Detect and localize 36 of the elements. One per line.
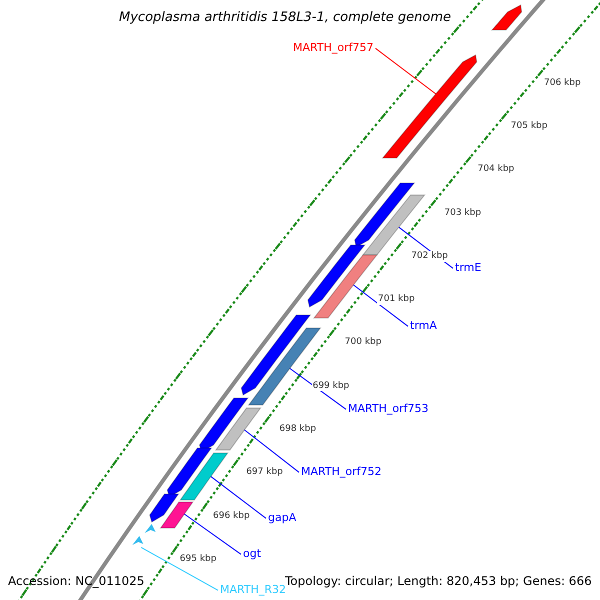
leader-line [140, 546, 218, 591]
trna-marker [132, 524, 156, 545]
tick-label: 700 kbp [344, 337, 382, 348]
tick-label: 705 kbp [510, 120, 548, 132]
gene-label: MARTH_orf757 [293, 41, 374, 54]
gene-label: gapA [268, 511, 296, 524]
gene-label: MARTH_R32 [220, 583, 286, 596]
gene-block [312, 254, 378, 318]
topology-text: Topology: circular; Length: 820,453 bp; Genes: 666 [285, 574, 592, 588]
gene-label: trmA [410, 319, 437, 332]
tick-label: 698 kbp [278, 424, 318, 435]
gene-label: MARTH_orf752 [301, 465, 382, 478]
gene-label: ogt [243, 547, 262, 560]
leader-line [210, 476, 266, 519]
gene-block [179, 452, 229, 500]
leader-line [244, 429, 300, 473]
tick-label: 701 kbp [377, 294, 416, 305]
leader-line [375, 48, 437, 95]
title: Mycoplasma arthritidis 158L3-1, complete genome [119, 10, 451, 26]
tick-label: 697 kbp [245, 467, 284, 478]
accession-text: Accession: NC_011025 [8, 574, 144, 588]
leader-line [184, 514, 242, 555]
leader-line [289, 368, 346, 410]
tick-label: 703 kbp [443, 208, 482, 218]
gene-block [214, 408, 262, 450]
tick-label: 695 kbp [178, 554, 218, 565]
tick-label: 702 kbp [410, 250, 449, 262]
leader-line [352, 284, 408, 327]
tick-label: 704 kbp [476, 164, 516, 175]
gene-block [160, 502, 194, 528]
tick-label: 696 kbp [212, 510, 251, 522]
gene-label: trmE [455, 261, 482, 274]
tick-label: 699 kbp [312, 380, 350, 392]
gene-block [382, 54, 478, 158]
gene-label: MARTH_orf753 [348, 402, 428, 416]
tick-label: 706 kbp [543, 78, 582, 88]
